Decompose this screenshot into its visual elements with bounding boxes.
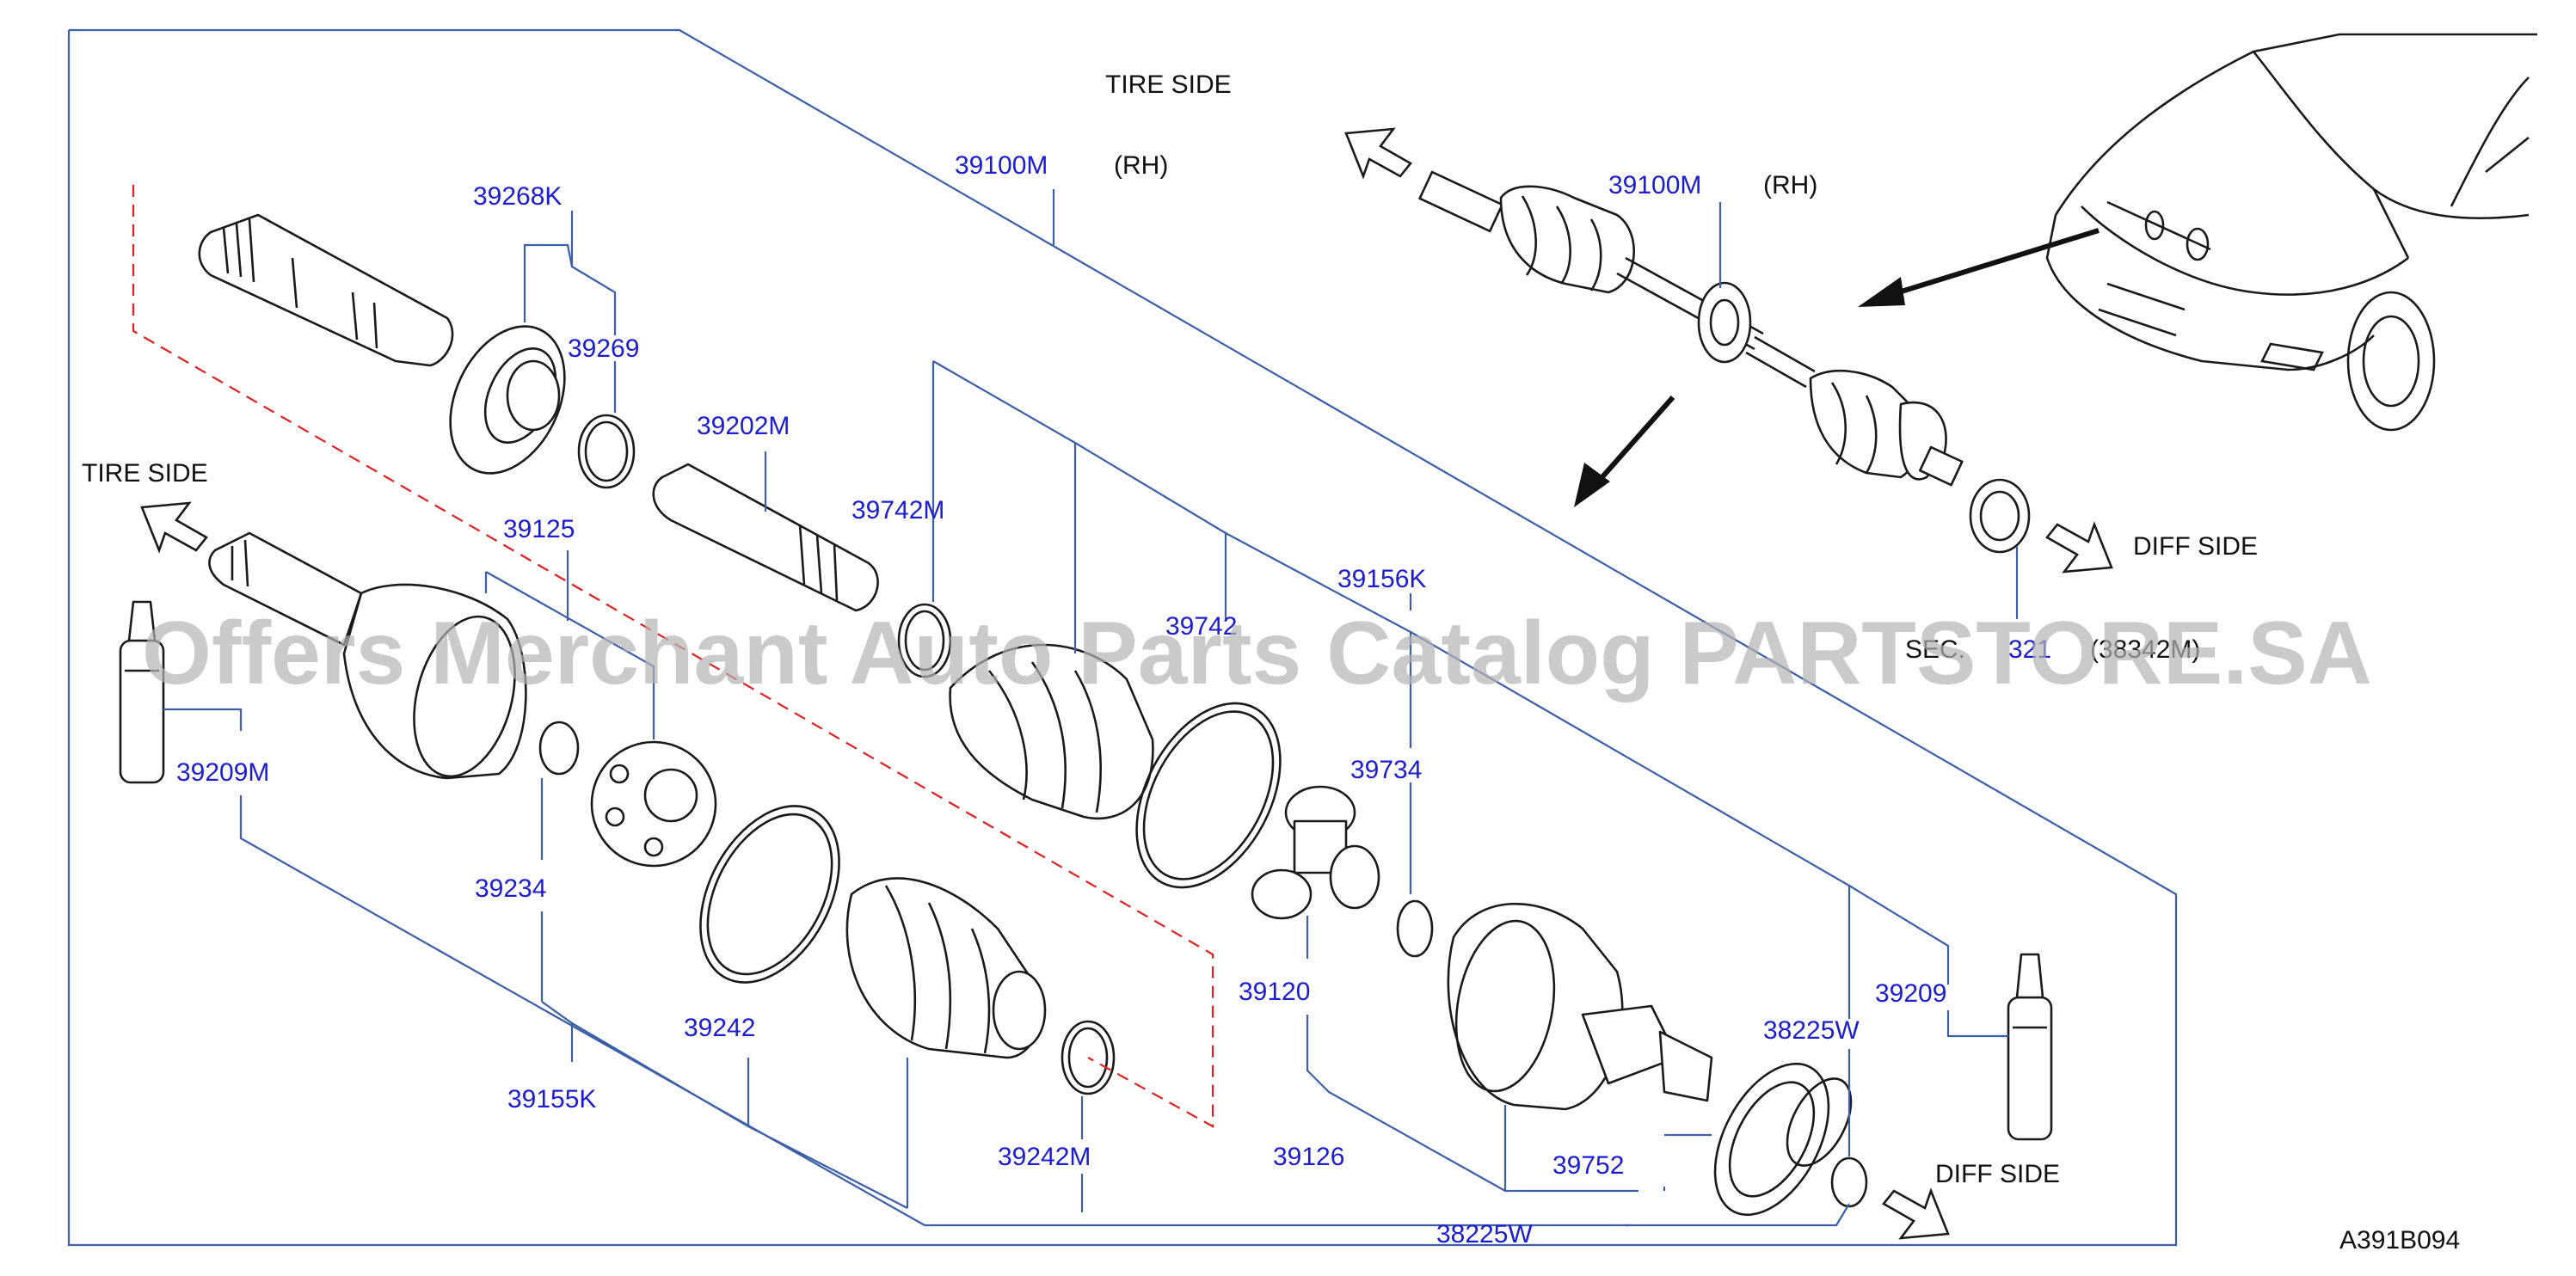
part-39742-band (1135, 702, 1282, 889)
part-39120-spider (1251, 785, 1380, 920)
watermark-text: Offers Merchant Auto Parts Catalog PARTS… (142, 604, 2372, 703)
tire-side-arrow-left (140, 501, 208, 554)
diff-side-arrow-bottom (1882, 1187, 1950, 1240)
callout-39156k[interactable]: 39156K (1337, 565, 1426, 593)
callout-39100m-inset-rh: (RH) (1763, 171, 1817, 199)
part-39752-oil-seal (1713, 1062, 1853, 1217)
tire-side-label-top: TIRE SIDE (1105, 71, 1232, 99)
part-39268k-dust-shield (449, 325, 566, 475)
part-39242m-band (1061, 1020, 1116, 1095)
callout-39100m-main[interactable]: 39100M (955, 151, 1048, 180)
diff-side-label-right: DIFF SIDE (2133, 532, 2258, 561)
callout-39242m[interactable]: 39242M (998, 1143, 1091, 1171)
callout-39125[interactable]: 39125 (503, 515, 575, 543)
part-39155k-boot (845, 877, 1047, 1059)
part-39734-snap-ring (1396, 899, 1434, 958)
callout-39100m-main-rh: (RH) (1114, 151, 1168, 180)
part-39126-housing (1447, 902, 1713, 1111)
callout-39120[interactable]: 39120 (1239, 978, 1310, 1006)
callout-39269[interactable]: 39269 (568, 334, 639, 363)
diagram-id: A391B094 (2339, 1226, 2460, 1255)
callout-38225w-bottom[interactable]: 38225W (1436, 1220, 1533, 1248)
shaft-39202m-upper (198, 213, 454, 367)
callout-38225w-right[interactable]: 38225W (1763, 1016, 1860, 1045)
car-illustration (2045, 33, 2537, 432)
callout-39234[interactable]: 39234 (475, 874, 546, 903)
part-39742m-band (897, 603, 952, 678)
part-39202m-shaft (652, 463, 879, 612)
part-39209m-grease-tube (119, 600, 165, 784)
callout-39155k[interactable]: 39155K (507, 1085, 596, 1113)
leader-lines (163, 189, 2008, 1227)
callout-39126[interactable]: 39126 (1273, 1143, 1344, 1171)
kit-boundary-dashed (132, 185, 1214, 1128)
callout-39752[interactable]: 39752 (1552, 1151, 1624, 1180)
callout-39268k[interactable]: 39268K (473, 182, 562, 211)
sec-ref-prefix: SEC. (1905, 635, 1965, 664)
sec-ref-part: (38342M) (2090, 635, 2200, 664)
callout-39742[interactable]: 39742 (1165, 612, 1237, 641)
callout-39209[interactable]: 39209 (1875, 979, 1946, 1008)
part-39269-band (577, 414, 636, 489)
part-38225w-plug (1830, 1156, 1868, 1208)
direction-arrow-shaft (1574, 396, 1675, 507)
part-outer-cv-joint (208, 531, 527, 780)
tire-side-label-left: TIRE SIDE (82, 459, 208, 488)
part-39125-bearing-cage (590, 740, 717, 868)
inset-driveshaft (1418, 170, 2031, 554)
direction-arrow-car (1858, 228, 2100, 307)
callout-39734[interactable]: 39734 (1350, 756, 1422, 784)
part-39234-snap-ring (538, 721, 580, 776)
sec-ref-number[interactable]: 321 (2008, 635, 2051, 664)
callout-39242[interactable]: 39242 (684, 1014, 755, 1042)
part-39742-boot (949, 643, 1154, 820)
callout-39209m[interactable]: 39209M (176, 758, 269, 787)
diff-side-label-bottom: DIFF SIDE (1935, 1160, 2060, 1188)
part-39209-grease-tube (2007, 953, 2053, 1141)
callout-39202m[interactable]: 39202M (697, 412, 790, 440)
main-frame (67, 28, 2178, 1247)
part-39242-band (699, 805, 840, 984)
callout-39100m-inset[interactable]: 39100M (1608, 171, 1701, 199)
callout-39742m[interactable]: 39742M (851, 496, 944, 525)
diff-side-arrow-right (2045, 521, 2113, 574)
tire-side-arrow-top (1344, 127, 1412, 180)
